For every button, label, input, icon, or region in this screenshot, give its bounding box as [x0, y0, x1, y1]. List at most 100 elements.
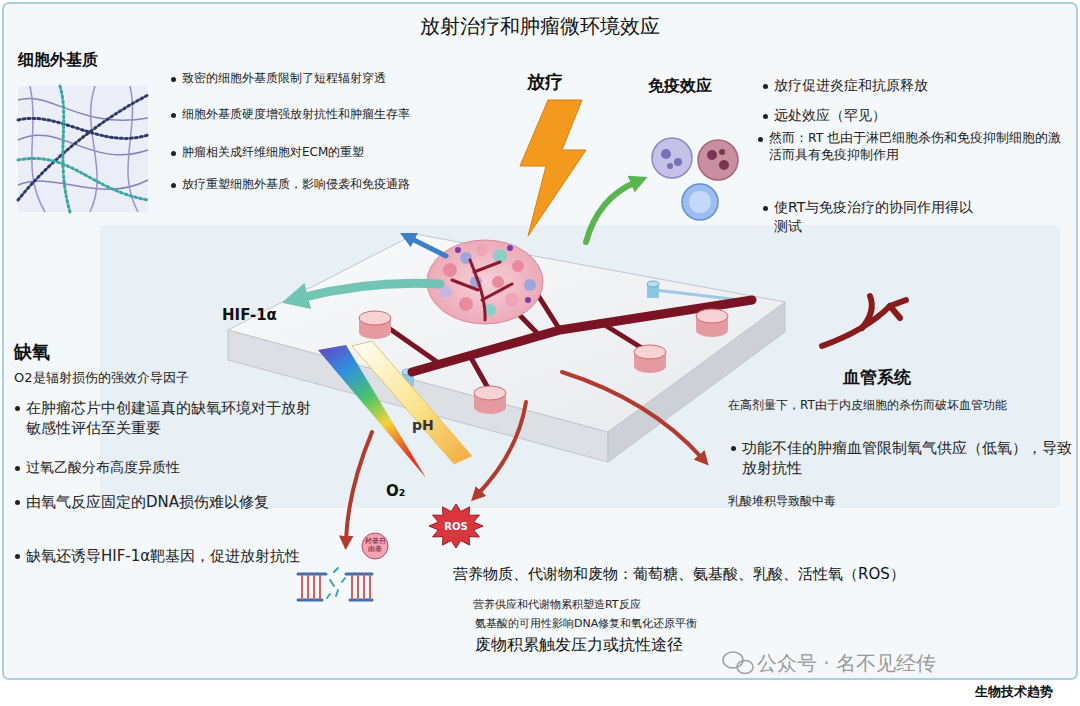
path-graphic — [410, 238, 446, 256]
node-text-box: ROS — [436, 521, 476, 532]
bullet-text: 放疗重塑细胞外基质，影响侵袭和免疫通路 — [182, 177, 410, 191]
note-text: 在高剂量下，RT由于内皮细胞的杀伤而破坏血管功能 — [728, 398, 1033, 414]
node-text: ROS — [436, 521, 476, 532]
path-graphic — [470, 356, 488, 388]
o2-label: O₂ — [386, 482, 405, 502]
note-text: 营养供应和代谢物累积塑造RT反应 — [473, 598, 893, 612]
path-graphic — [586, 182, 636, 242]
ellipse-graphic — [696, 323, 728, 337]
ros-burst-outline — [429, 504, 483, 548]
bullet-item: 然而：RT 也由于淋巴细胞杀伤和免疫抑制细胞的激活而具有免疫抑制作用 — [757, 130, 1074, 164]
rect-graphic — [18, 86, 148, 212]
bullet-text: 缺氧还诱导HIF-1α靶基因，促进放射抗性 — [26, 547, 300, 565]
effect-arrows — [300, 182, 702, 540]
circle-graphic — [443, 263, 457, 277]
circle-graphic — [719, 160, 729, 170]
bullet-item: 致密的细胞外基质限制了短程辐射穿透 — [170, 70, 462, 86]
bullet-text: 使RT与免疫治疗的协同作用得以测试 — [774, 199, 973, 234]
path-graphic — [452, 260, 512, 320]
bullet-item: 功能不佳的肿瘤血管限制氧气供应（低氧），导致放射抗性 — [730, 438, 1072, 479]
bullet-text: 细胞外基质硬度增强放射抗性和肿瘤生存率 — [182, 107, 410, 121]
node-text: 羟基自由基 — [364, 538, 386, 553]
circle-graphic — [476, 244, 488, 256]
circle-graphic — [682, 184, 718, 220]
path-graphic — [30, 86, 45, 212]
circle-graphic — [505, 293, 519, 307]
circle-graphic — [719, 149, 725, 155]
circle-graphic — [667, 163, 673, 169]
circle-graphic — [524, 279, 536, 291]
note-text: 乳酸堆积导致酸中毒 — [728, 494, 948, 510]
path-graphic — [300, 283, 440, 298]
ellipse-graphic — [696, 309, 728, 323]
immune-cells — [652, 138, 738, 220]
ecm-fibres — [18, 86, 148, 212]
watermark-icon — [723, 652, 753, 674]
source-label: 生物技术趋势 — [975, 684, 1053, 701]
ellipse-graphic — [359, 325, 391, 339]
circle-graphic — [459, 297, 473, 311]
vessel-icon — [822, 296, 906, 346]
bullet-text: 在肿瘤芯片中创建逼真的缺氧环境对于放射敏感性评估至关重要 — [26, 399, 311, 437]
bullet-text: 由氧气反应固定的DNA损伤难以修复 — [26, 493, 269, 511]
circle-graphic — [512, 260, 524, 272]
circle-graphic — [455, 247, 461, 253]
ellipse-graphic — [737, 661, 753, 674]
section-heading: 免疫效应 — [648, 76, 712, 97]
ellipse-graphic — [359, 311, 391, 325]
bullet-item: 放疗重塑细胞外基质，影响侵袭和免疫通路 — [170, 176, 418, 192]
path-graphic — [60, 86, 70, 212]
path-graphic — [562, 372, 702, 458]
path-graphic — [478, 402, 526, 494]
path-graphic — [655, 290, 740, 300]
section-heading: 血管系统 — [843, 366, 911, 388]
circle-graphic — [674, 158, 682, 166]
path-graphic — [298, 573, 372, 576]
o2-gradient — [318, 345, 426, 478]
path-graphic — [90, 86, 97, 212]
bullet-item: 肿瘤相关成纤维细胞对ECM的重塑 — [170, 144, 462, 160]
polygon-graphic — [228, 234, 785, 432]
ellipse-graphic — [723, 652, 743, 668]
path-graphic — [18, 95, 148, 200]
hif-label: HIF-1α — [222, 306, 277, 326]
circle-graphic — [652, 138, 692, 178]
dna-strand — [298, 568, 372, 600]
circle-graphic — [525, 297, 531, 303]
radiotherapy-label: 放疗 — [527, 70, 563, 93]
tumor-chip — [228, 234, 785, 462]
bullet-text: 然而：RT 也由于淋巴细胞杀伤和免疫抑制细胞的激活而具有免疫抑制作用 — [769, 130, 1061, 162]
circle-graphic — [707, 150, 717, 160]
bullet-item: 缺氧还诱导HIF-1α靶基因，促进放射抗性 — [14, 546, 306, 566]
section-heading: 营养物质、代谢物和废物：葡萄糖、氨基酸、乳酸、活性氧（ROS） — [453, 565, 1023, 585]
ellipse-graphic — [647, 281, 659, 287]
bullet-item: 过氧乙酸分布高度异质性 — [14, 458, 318, 477]
bullet-text: 过氧乙酸分布高度异质性 — [26, 459, 180, 475]
section-heading: 缺氧 — [14, 340, 50, 363]
bullet-item: 使RT与免疫治疗的协同作用得以测试 — [762, 198, 986, 236]
ellipse-graphic — [474, 386, 506, 400]
radical-circle: 羟基自由基 — [361, 532, 389, 560]
circle-graphic — [492, 276, 504, 288]
ellipse-graphic — [634, 359, 666, 373]
ellipse-graphic — [474, 400, 506, 414]
path-graphic — [327, 568, 345, 598]
bullet-text: 功能不佳的肿瘤血管限制氧气供应（低氧），导致放射抗性 — [742, 439, 1072, 477]
watermark: 公众号 · 名不见经传 — [757, 650, 936, 676]
bullet-text: 致密的细胞外基质限制了短程辐射穿透 — [182, 71, 386, 85]
bullet-text: 远处效应（罕见） — [774, 107, 886, 123]
ros-burst: ROS — [428, 503, 484, 549]
path-graphic — [600, 322, 645, 350]
path-graphic — [862, 296, 872, 328]
path-graphic — [18, 98, 148, 120]
bullet-item: 在肿瘤芯片中创建逼真的缺氧环境对于放射敏感性评估至关重要 — [14, 398, 318, 439]
path-graphic — [346, 432, 372, 540]
title: 放射治疗和肿瘤微环境效应 — [0, 13, 1080, 39]
path-graphic — [822, 306, 890, 346]
ph-label: pH — [412, 416, 434, 434]
radical-circle-outline — [362, 533, 388, 559]
ellipse-graphic — [634, 345, 666, 359]
path-graphic — [298, 599, 372, 602]
node-text-box: 羟基自由基 — [364, 538, 386, 553]
